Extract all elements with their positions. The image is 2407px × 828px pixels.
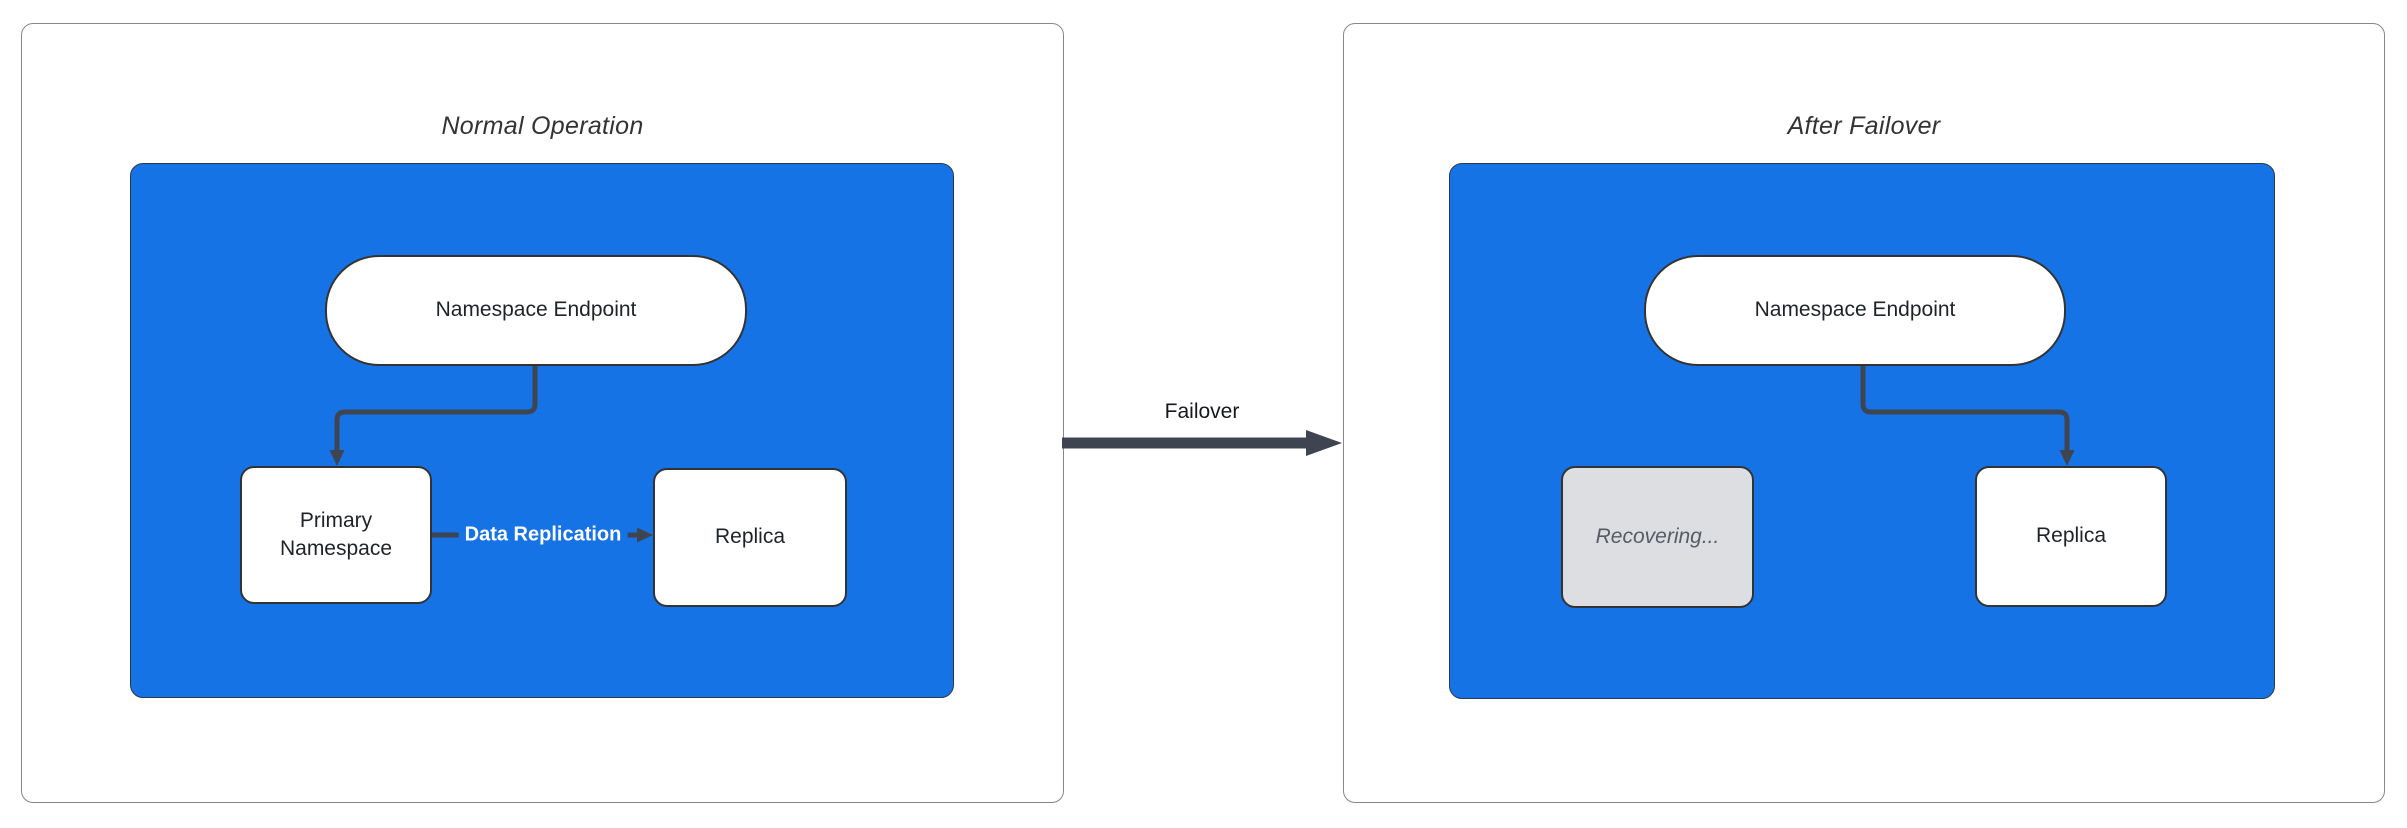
panel-title-normal-operation: Normal Operation (441, 112, 644, 140)
panel-title-after-failover: After Failover (1787, 112, 1941, 140)
node-primary-namespace: Primary Namespace (240, 466, 432, 604)
edge-label-data-replication: Data Replication (458, 521, 628, 549)
failover-arrowhead-icon (1306, 430, 1342, 456)
cluster-normal-operation (130, 163, 954, 698)
node-replica-failover: Replica (1975, 466, 2167, 607)
node-label: Primary Namespace (279, 508, 393, 560)
node-label: Namespace Endpoint (435, 298, 637, 322)
node-label: Replica (2035, 524, 2107, 548)
edge-label-failover: Failover (1160, 400, 1244, 424)
cluster-after-failover (1449, 163, 2275, 699)
node-label: Recovering... (1595, 524, 1720, 548)
node-recovering: Recovering... (1561, 466, 1754, 608)
node-namespace-endpoint-failover: Namespace Endpoint (1644, 255, 2066, 366)
node-replica-normal: Replica (653, 468, 847, 607)
node-namespace-endpoint-normal: Namespace Endpoint (325, 255, 747, 366)
node-label: Replica (714, 525, 786, 549)
node-label: Namespace Endpoint (1754, 298, 1956, 322)
